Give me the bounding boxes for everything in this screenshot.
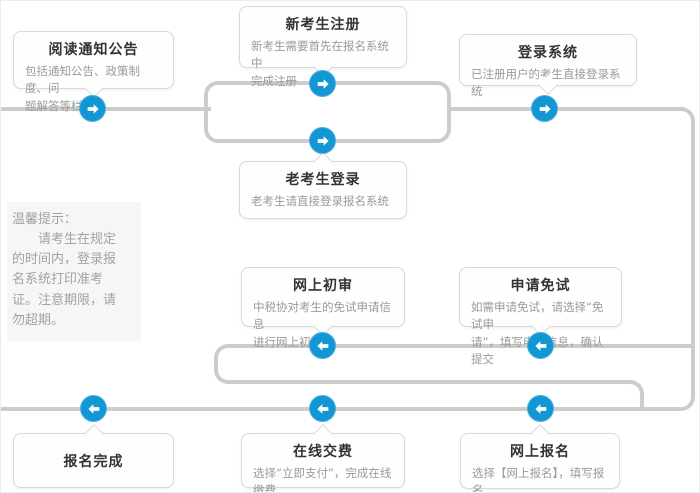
node-online-review: 网上初审 中税协对考生的免试申请信息 进行网上初审 [241, 267, 405, 349]
node-apply-exemption: 申请免试 如需申请免试，请选择“免试申 请”，填写申请信息，确认提交 [459, 267, 622, 366]
connector-line-middle [229, 344, 693, 348]
node-new-register: 新考生注册 新考生需要首先在报名系统中 完成注册 [239, 6, 407, 88]
arrow-right-icon [531, 95, 558, 122]
node-body: 中税协对考生的免试申请信息 进行网上初审 [253, 300, 391, 349]
node-title: 申请免试 [510, 278, 571, 294]
node-pay-online: 在线交费 选择“立即支付”，完成在线缴费 [241, 424, 405, 492]
pointer-up [83, 424, 104, 444]
node-title: 报名完成 [63, 454, 124, 470]
node-body: 选择“立即支付”，完成在线缴费 [253, 466, 392, 493]
tip-body: 请考生在规定 的时间内，登录报 名系统打印准考 证。注意期限，请 勿超期。 [12, 232, 117, 328]
node-register-done: 报名完成 [13, 424, 174, 488]
node-title: 网上初审 [293, 278, 353, 294]
arrow-left-icon [80, 395, 107, 422]
connector-line-left-vertical [214, 360, 218, 368]
node-old-login: 老考生登录 老考生请直接登录报名系统 [239, 152, 407, 219]
node-title: 登录系统 [518, 45, 578, 61]
connector-corner-top-right [677, 107, 695, 125]
connector-line-top-right [447, 107, 681, 111]
node-body: 新考生需要首先在报名系统中 完成注册 [251, 39, 389, 88]
arrow-right-icon [309, 127, 336, 154]
tip-title: 温馨提示： [12, 212, 78, 227]
node-body: 选择【网上报名】，填写报名 信息，确认提交 [472, 466, 605, 493]
connector-line-top-left [1, 107, 211, 111]
connector-corner-return-right [626, 380, 644, 411]
node-read-notice: 阅读通知公告 包括通知公告、政策制度、问 题解答等栏目 [13, 31, 174, 113]
node-title: 网上报名 [510, 444, 570, 460]
connector-corner-middle-left-top [214, 344, 232, 362]
node-title: 在线交费 [293, 444, 353, 460]
node-login-system: 登录系统 已注册用户的考生直接登录系统 [459, 34, 637, 98]
node-register-online: 网上报名 选择【网上报名】，填写报名 信息，确认提交 [460, 424, 620, 492]
connector-line-right-vertical [691, 123, 695, 395]
connector-line-bottom [1, 407, 679, 411]
arrow-left-icon [309, 332, 336, 359]
node-title: 老考生登录 [285, 172, 361, 188]
node-body: 已注册用户的考生直接登录系统 [471, 67, 621, 99]
arrow-left-icon [527, 332, 554, 359]
node-body: 包括通知公告、政策制度、问 题解答等栏目 [25, 64, 140, 113]
node-title: 新考生注册 [285, 17, 361, 33]
arrow-right-icon [79, 95, 106, 122]
node-title: 阅读通知公告 [48, 42, 139, 58]
connector-line-return [230, 380, 628, 384]
node-body: 老考生请直接登录报名系统 [251, 194, 389, 208]
connector-corner-bottom-right [677, 393, 695, 411]
arrow-right-icon [309, 70, 336, 97]
tip-note: 温馨提示： 请考生在规定 的时间内，登录报 名系统打印准考 证。注意期限，请 勿… [7, 202, 141, 341]
arrow-left-icon [527, 395, 554, 422]
arrow-left-icon [309, 395, 336, 422]
connector-corner-middle-left-bottom [214, 366, 232, 384]
